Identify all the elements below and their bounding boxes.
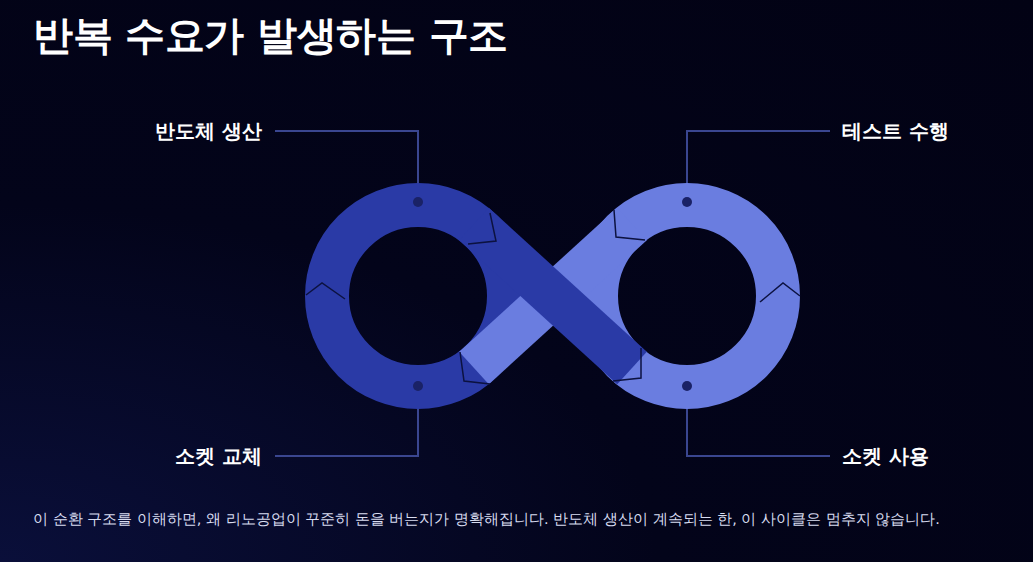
step-label: 반도체 생산 [155, 118, 262, 145]
segment-notches [306, 210, 800, 384]
leader-lines [275, 131, 830, 456]
light-band [474, 224, 632, 368]
caption-text: 이 순환 구조를 이해하면, 왜 리노공업이 꾸준히 돈을 버는지가 명확해집니… [33, 510, 940, 529]
step-label: 소켓 교체 [175, 443, 262, 470]
diagram-title: 반복 수요가 발생하는 구조 [33, 8, 508, 63]
step-label: 테스트 수행 [842, 118, 949, 145]
marker-dots [413, 197, 692, 391]
dark-band [474, 224, 632, 368]
step-label: 소켓 사용 [842, 443, 929, 470]
